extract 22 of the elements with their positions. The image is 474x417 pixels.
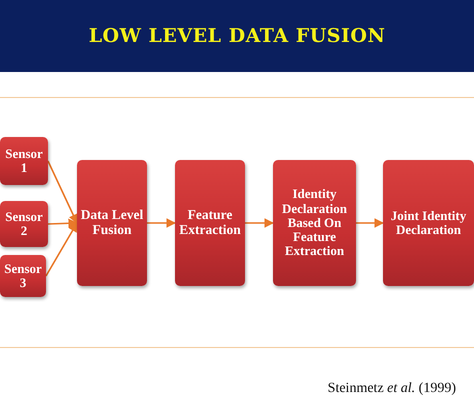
process-box	[0, 137, 48, 185]
process-box	[175, 160, 245, 286]
box-label: Joint Identity Declaration	[390, 208, 468, 238]
process-box	[0, 255, 46, 297]
box-label: Data Level Fusion	[80, 208, 144, 238]
citation: Steinmetz et al. (1999)	[328, 381, 456, 397]
box-label: Sensor 2	[4, 210, 44, 238]
process-box	[383, 160, 474, 286]
process-box	[273, 160, 356, 286]
arrow	[356, 218, 384, 228]
process-box	[0, 201, 48, 247]
box-label: Identity Declaration Based On Feature Extraction	[281, 187, 348, 259]
title: LOW LEVEL DATA FUSION	[88, 25, 386, 47]
arrow	[47, 160, 78, 224]
arrow	[45, 222, 78, 276]
box-label: Sensor 3	[3, 262, 43, 290]
box-label: Feature Extraction	[178, 208, 242, 238]
arrow	[147, 218, 176, 228]
box-label: Sensor 1	[4, 146, 44, 176]
arrow	[245, 218, 274, 228]
process-box	[77, 160, 147, 286]
arrow	[48, 218, 78, 228]
